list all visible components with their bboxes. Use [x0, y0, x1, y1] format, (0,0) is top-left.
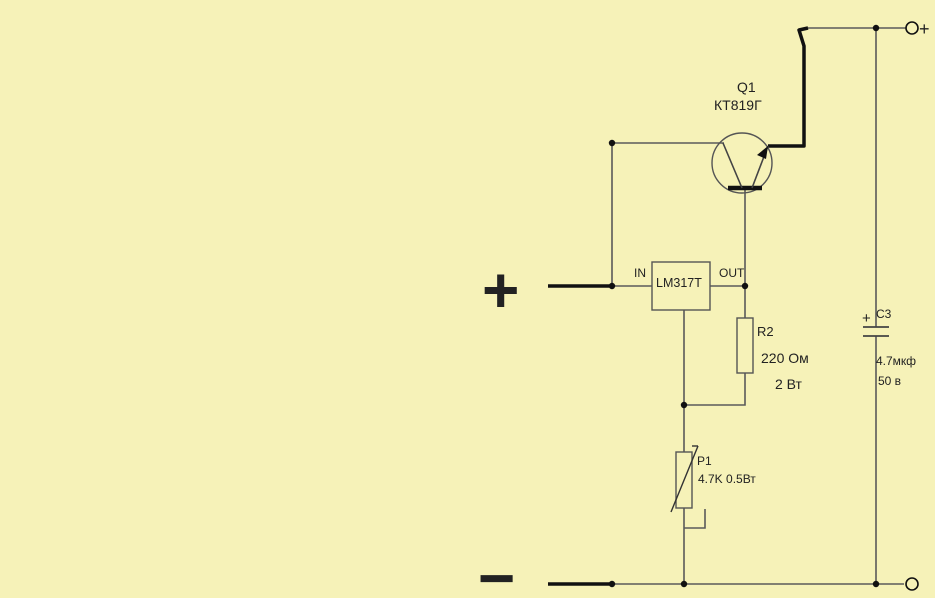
- resistor-value: 220 Ом: [761, 350, 809, 366]
- output-plus-label: +: [919, 19, 930, 39]
- output-plus-terminal: [905, 21, 919, 35]
- output-minus-terminal: [905, 577, 919, 591]
- wire-input-to-collector: [611, 142, 724, 286]
- transistor-part: КТ819Г: [714, 97, 762, 113]
- wire-pot-wiper: [684, 509, 706, 529]
- potentiometer-symbol: [670, 445, 699, 513]
- resistor-power: 2 Вт: [775, 376, 803, 392]
- potentiometer-value: 4.7K 0.5Вт: [698, 472, 756, 486]
- regulator-pin-out: OUT: [719, 266, 745, 280]
- transistor-ref: Q1: [737, 79, 756, 95]
- wire-emitter-to-output: [768, 26, 809, 148]
- capacitor-voltage: 50 в: [878, 374, 901, 388]
- resistor-body: [736, 317, 754, 374]
- capacitor-symbol: [863, 326, 889, 337]
- input-plus-symbol: +: [482, 254, 519, 326]
- wire-r2-to-adj: [684, 373, 746, 406]
- regulator-name: LM317T: [656, 276, 702, 290]
- junction-dots: [608, 24, 880, 588]
- capacitor-value: 4.7мкф: [876, 354, 916, 368]
- regulator-body: [651, 261, 711, 311]
- input-minus-symbol: −: [478, 542, 515, 598]
- capacitor-polarity: +: [862, 310, 871, 327]
- regulator-pin-in: IN: [634, 266, 646, 280]
- resistor-ref: R2: [757, 324, 774, 339]
- potentiometer-ref: P1: [697, 454, 712, 468]
- transistor-symbol: [711, 132, 773, 194]
- capacitor-ref: C3: [876, 307, 892, 321]
